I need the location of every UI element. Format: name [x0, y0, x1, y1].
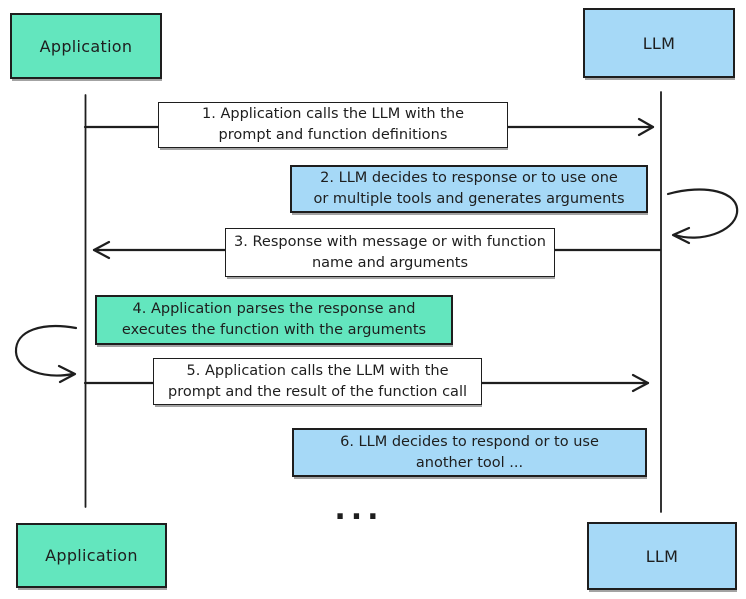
self-loop-llm-arrow [666, 188, 739, 245]
message-text: prompt and function definitions [218, 127, 448, 143]
actor-label: LLM [645, 546, 679, 566]
actor-application-top: Application [10, 13, 162, 79]
message-2: 2. LLM decides to response or to use one… [290, 165, 648, 213]
actor-llm-bottom: LLM [587, 522, 737, 590]
message-text: executes the function with the arguments [121, 322, 427, 338]
message-text: 5. Application calls the LLM with the [186, 362, 449, 379]
message-text: prompt and the result of the function ca… [167, 383, 467, 400]
message-text: or multiple tools and generates argument… [313, 191, 625, 207]
message-6: 6. LLM decides to respond or to use anot… [292, 428, 647, 477]
self-loop-application-arrow [14, 324, 78, 384]
actor-label: Application [45, 546, 138, 565]
message-3: 3. Response with message or with functio… [225, 228, 555, 277]
message-text: 4. Application parses the response and [132, 301, 416, 317]
message-text: another tool ... [415, 454, 524, 471]
message-text: name and arguments [311, 254, 469, 271]
message-4: 4. Application parses the response and e… [95, 295, 453, 345]
actor-label: Application [39, 36, 133, 56]
message-text: 2. LLM decides to response or to use one [320, 170, 618, 186]
actor-label: LLM [642, 33, 676, 53]
message-1: 1. Application calls the LLM with the pr… [158, 102, 508, 148]
message-text: 6. LLM decides to respond or to use [340, 433, 599, 450]
message-text: 1. Application calls the LLM with the [202, 106, 464, 122]
continuation-ellipsis: ... [334, 492, 384, 527]
message-text: 3. Response with message or with functio… [234, 233, 546, 250]
message-5: 5. Application calls the LLM with the pr… [153, 358, 482, 405]
actor-application-bottom: Application [16, 523, 167, 588]
actor-llm-top: LLM [583, 8, 735, 78]
